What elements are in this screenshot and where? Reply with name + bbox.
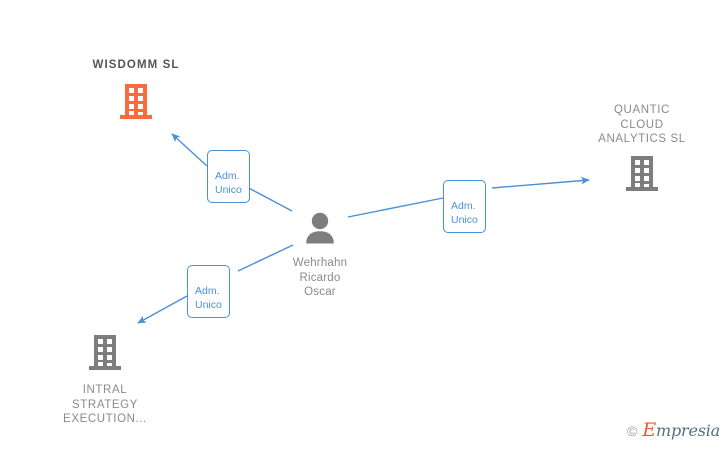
building-icon xyxy=(119,82,153,125)
edge-label-quantic-text: Adm. Unico xyxy=(451,200,478,226)
node-person-center[interactable]: Wehrhahn Ricardo Oscar xyxy=(272,212,368,300)
edge-label-intral-text: Adm. Unico xyxy=(195,285,222,311)
node-wisdomm[interactable]: WISDOMM SL xyxy=(76,58,196,125)
watermark-empresia: © Empresia xyxy=(627,421,720,440)
node-intral-label: INTRAL STRATEGY EXECUTION... xyxy=(63,384,147,425)
person-icon xyxy=(303,212,337,250)
building-icon xyxy=(88,333,122,376)
edge-wisdomm xyxy=(171,133,293,212)
brand-rest: mpresia xyxy=(656,421,720,440)
node-wisdomm-label: WISDOMM SL xyxy=(92,59,180,71)
edge-intral xyxy=(137,244,294,324)
brand-logo-text: Empresia xyxy=(642,421,720,440)
node-quantic-label: QUANTIC CLOUD ANALYTICS SL xyxy=(598,104,686,145)
edge-quantic xyxy=(347,176,590,218)
edge-label-wisdomm-text: Adm. Unico xyxy=(215,170,242,196)
building-icon xyxy=(625,154,659,197)
edge-label-quantic[interactable]: Adm. Unico xyxy=(443,180,486,233)
copyright-icon: © xyxy=(627,422,638,439)
node-person-name: Wehrhahn Ricardo Oscar xyxy=(292,257,348,298)
node-intral-strategy-execution[interactable]: INTRAL STRATEGY EXECUTION... xyxy=(45,333,165,427)
edge-label-intral[interactable]: Adm. Unico xyxy=(187,265,230,318)
node-quantic-cloud-analytics[interactable]: QUANTIC CLOUD ANALYTICS SL xyxy=(572,103,712,197)
brand-initial: E xyxy=(642,419,656,441)
edge-label-wisdomm[interactable]: Adm. Unico xyxy=(207,150,250,203)
